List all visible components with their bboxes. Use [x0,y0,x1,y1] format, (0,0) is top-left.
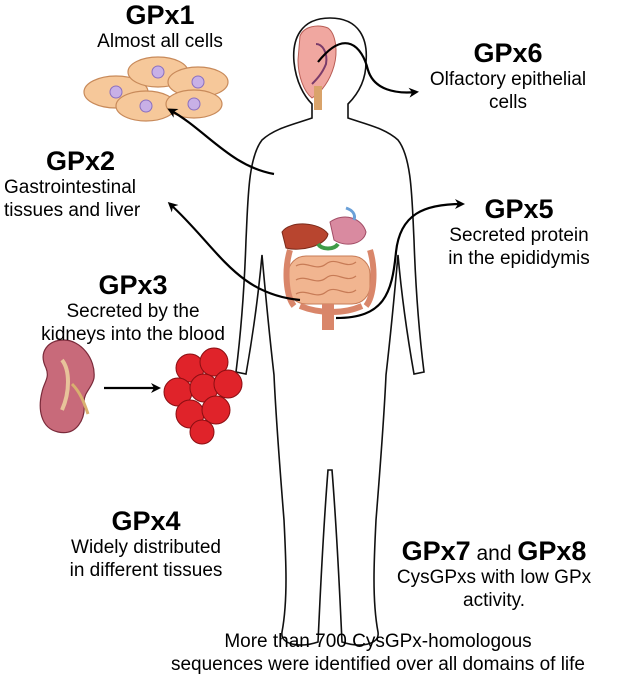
gpx2-title: GPx2 [46,146,116,176]
footer-note: More than 700 CysGPx-homologous sequence… [140,630,616,676]
gpx5-desc-2: in the epididymis [448,248,590,269]
footer-line-2: sequences were identified over all domai… [170,654,585,675]
gpx78-desc-1: CysGPxs with low GPx [396,567,592,588]
gpx3-desc-1: Secreted by the [66,301,200,322]
gpx2-desc-1: Gastrointestinal [4,177,137,198]
arrow-gpx1 [167,108,275,176]
gpx4-label: GPx4 Widely distributed in different tis… [46,506,246,582]
gpx7-title: GPx7 [401,536,471,566]
arrow-gpx6 [317,42,419,98]
gpx3-desc-2: kidneys into the blood [41,324,225,345]
cells-cluster-icon [83,56,229,122]
gpx4-desc-2: in different tissues [69,560,223,581]
gpx5-title: GPx5 [484,194,554,224]
gpx1-label: GPx1 Almost all cells [60,0,260,53]
arrow-gpx5 [335,199,465,320]
gpx8-title: GPx8 [517,536,587,566]
kidney-icon [39,339,95,434]
gpx6-title: GPx6 [473,38,543,68]
head-organs-icon [297,25,337,110]
gpx3-label: GPx3 Secreted by the kidneys into the bl… [18,270,248,346]
gpx4-desc-1: Widely distributed [71,537,221,558]
red-blood-cells-icon [163,347,243,445]
gpx5-label: GPx5 Secreted protein in the epididymis [426,194,612,270]
gpx78-joiner: and [470,542,518,565]
footer-line-1: More than 700 CysGPx-homologous [224,631,532,652]
gpx78-desc-2: activity. [463,590,525,611]
human-body-outline-icon [235,17,425,646]
gpx4-title: GPx4 [111,506,181,536]
gpx6-label: GPx6 Olfactory epithelial cells [410,38,606,114]
gpx6-desc-2: cells [488,92,527,113]
digestive-organs-icon [281,206,377,330]
gpx1-title: GPx1 [125,0,195,30]
gpx5-desc-1: Secreted protein [449,225,589,246]
arrow-gpx2 [167,201,301,302]
gpx1-desc-1: Almost all cells [97,31,223,52]
gpx2-label: GPx2 Gastrointestinal tissues and liver [4,146,176,222]
gpx6-desc-1: Olfactory epithelial [429,69,587,90]
gpx3-title: GPx3 [98,270,168,300]
gpx78-label: GPx7 and GPx8 CysGPxs with low GPx activ… [378,536,610,612]
gpx2-desc-2: tissues and liver [4,200,141,221]
